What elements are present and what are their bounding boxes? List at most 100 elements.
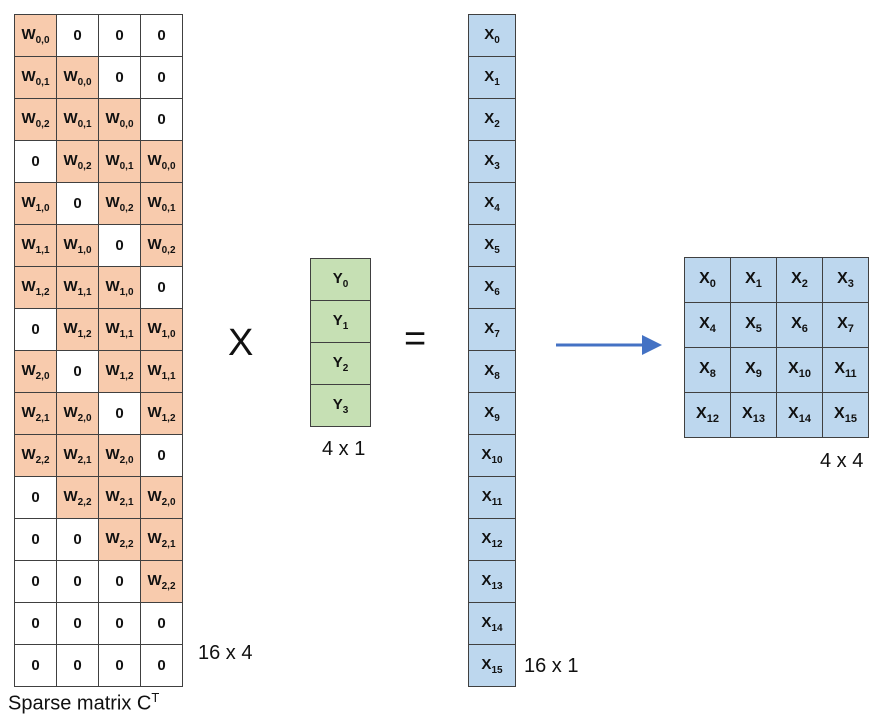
sparse-matrix-cell: 0 xyxy=(141,267,183,309)
result-matrix-cell: X10 xyxy=(777,348,823,393)
x-vector-dims-label: 16 x 1 xyxy=(524,655,579,677)
x-vector-cell: X2 xyxy=(469,99,516,141)
sparse-matrix-cell: 0 xyxy=(141,603,183,645)
result-matrix-cell: X9 xyxy=(731,348,777,393)
sparse-matrix-cell: W1,1 xyxy=(141,351,183,393)
sparse-matrix-cell: 0 xyxy=(15,477,57,519)
multiply-operator: X xyxy=(228,322,254,364)
sparse-matrix-cell: W0,0 xyxy=(57,57,99,99)
sparse-matrix-cell: W1,2 xyxy=(141,393,183,435)
sparse-matrix-cell: W0,0 xyxy=(15,15,57,57)
sparse-matrix-title-text: Sparse matrix C xyxy=(8,692,152,715)
x-vector-cell: X8 xyxy=(469,351,516,393)
x-vector-cell: X10 xyxy=(469,435,516,477)
sparse-matrix-cell: W2,1 xyxy=(57,435,99,477)
result-matrix-cell: X0 xyxy=(685,258,731,303)
x-vector-cell: X12 xyxy=(469,519,516,561)
sparse-matrix-cell: W0,1 xyxy=(57,99,99,141)
equals-operator: = xyxy=(404,318,427,360)
sparse-matrix-cell: W1,2 xyxy=(99,351,141,393)
sparse-matrix-cell: W2,2 xyxy=(99,519,141,561)
sparse-matrix-cell: W0,2 xyxy=(15,99,57,141)
result-matrix-cell: X8 xyxy=(685,348,731,393)
sparse-matrix-cell: 0 xyxy=(99,393,141,435)
sparse-matrix-cell: W0,1 xyxy=(15,57,57,99)
sparse-matrix-cell: W1,1 xyxy=(15,225,57,267)
sparse-matrix-cell: W2,0 xyxy=(141,477,183,519)
sparse-matrix-cell: W1,0 xyxy=(57,225,99,267)
sparse-matrix-cell: 0 xyxy=(15,309,57,351)
result-matrix-cell: X11 xyxy=(823,348,869,393)
x-vector-cell: X14 xyxy=(469,603,516,645)
sparse-matrix-cell: 0 xyxy=(99,225,141,267)
y-vector-cell: Y1 xyxy=(311,301,371,343)
sparse-matrix-cell: 0 xyxy=(99,561,141,603)
result-matrix-cell: X1 xyxy=(731,258,777,303)
sparse-matrix-cell: 0 xyxy=(99,15,141,57)
x-vector-cell: X0 xyxy=(469,15,516,57)
result-matrix-cell: X4 xyxy=(685,303,731,348)
x-vector-cell: X4 xyxy=(469,183,516,225)
sparse-matrix-cell: W0,1 xyxy=(141,183,183,225)
result-matrix-cell: X5 xyxy=(731,303,777,348)
sparse-matrix-cell: W2,2 xyxy=(141,561,183,603)
sparse-matrix-cell: W0,1 xyxy=(99,141,141,183)
sparse-matrix-cell: W0,0 xyxy=(141,141,183,183)
sparse-matrix-cell: W1,0 xyxy=(141,309,183,351)
x-vector-cell: X1 xyxy=(469,57,516,99)
x-vector-cell: X13 xyxy=(469,561,516,603)
sparse-matrix-cell: 0 xyxy=(57,561,99,603)
sparse-matrix-cell: 0 xyxy=(141,15,183,57)
sparse-matrix-title-superscript: T xyxy=(151,690,160,705)
sparse-matrix-cell: W1,0 xyxy=(99,267,141,309)
sparse-matrix-cell: W0,0 xyxy=(99,99,141,141)
sparse-matrix-title: Sparse matrix CT xyxy=(8,690,159,716)
sparse-matrix-cell: W1,1 xyxy=(99,309,141,351)
sparse-matrix-cell: 0 xyxy=(57,351,99,393)
sparse-matrix-cell: W2,1 xyxy=(99,477,141,519)
result-matrix-cell: X13 xyxy=(731,393,777,438)
sparse-matrix-cell: 0 xyxy=(141,435,183,477)
sparse-matrix-cell: W2,2 xyxy=(57,477,99,519)
result-matrix-dims-label: 4 x 4 xyxy=(820,450,864,472)
sparse-matrix-cell: 0 xyxy=(99,603,141,645)
y-vector-cell: Y0 xyxy=(311,259,371,301)
sparse-matrix-cell: W1,2 xyxy=(57,309,99,351)
x-vector-cell: X5 xyxy=(469,225,516,267)
sparse-matrix-cell: 0 xyxy=(99,57,141,99)
sparse-matrix-cell: 0 xyxy=(57,183,99,225)
sparse-matrix-cell: W2,0 xyxy=(57,393,99,435)
x-vector-cell: X15 xyxy=(469,645,516,687)
sparse-matrix-cell: W1,1 xyxy=(57,267,99,309)
sparse-matrix-cell: 0 xyxy=(57,645,99,687)
x-vector-cell: X9 xyxy=(469,393,516,435)
sparse-matrix-dims-label: 16 x 4 xyxy=(198,642,253,664)
sparse-matrix-cell: 0 xyxy=(141,99,183,141)
sparse-matrix-cell: W1,2 xyxy=(15,267,57,309)
sparse-matrix-cell: 0 xyxy=(99,645,141,687)
sparse-matrix-cell: 0 xyxy=(57,519,99,561)
result-matrix-cell: X7 xyxy=(823,303,869,348)
sparse-matrix-cell: W2,1 xyxy=(141,519,183,561)
sparse-matrix-cell: 0 xyxy=(141,57,183,99)
x-vector-cell: X3 xyxy=(469,141,516,183)
right-arrow-icon xyxy=(556,335,662,355)
x-vector-cell: X7 xyxy=(469,309,516,351)
result-matrix-cell: X14 xyxy=(777,393,823,438)
sparse-matrix-cell: W1,0 xyxy=(15,183,57,225)
sparse-matrix-cell: 0 xyxy=(57,15,99,57)
sparse-matrix-cell: 0 xyxy=(15,561,57,603)
result-matrix-cell: X15 xyxy=(823,393,869,438)
x-vector-cell: X6 xyxy=(469,267,516,309)
y-vector-cell: Y2 xyxy=(311,343,371,385)
result-matrix-cell: X2 xyxy=(777,258,823,303)
sparse-matrix-cell: 0 xyxy=(141,645,183,687)
y-vector-cell: Y3 xyxy=(311,385,371,427)
sparse-matrix-cell: 0 xyxy=(15,645,57,687)
x-vector-cell: X11 xyxy=(469,477,516,519)
y-vector-dims-label: 4 x 1 xyxy=(322,438,366,460)
result-matrix-cell: X3 xyxy=(823,258,869,303)
